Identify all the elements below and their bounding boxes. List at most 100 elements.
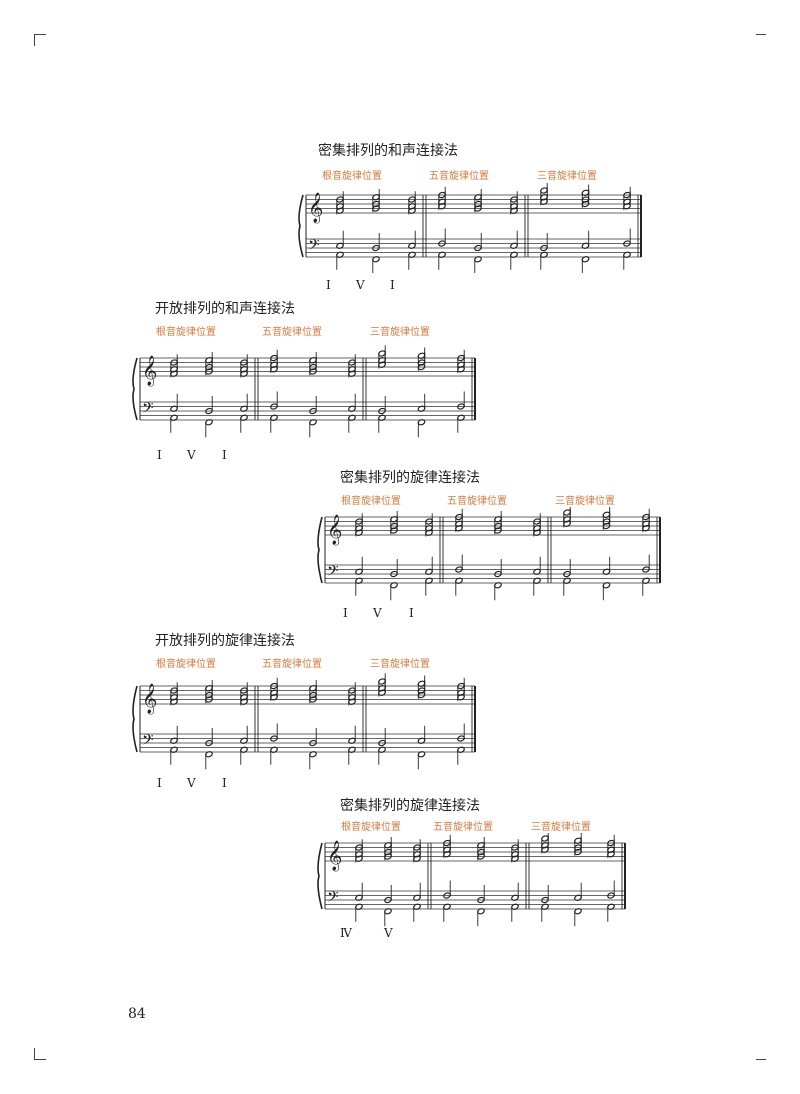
section-3-numeral-1: I bbox=[343, 606, 348, 620]
section-2-position-1: 根音旋律位置 bbox=[156, 327, 216, 338]
half-note bbox=[425, 577, 433, 596]
bass-clef-icon: 𝄢 bbox=[142, 732, 154, 753]
half-note bbox=[355, 556, 363, 575]
half-note bbox=[425, 518, 433, 537]
section-4-position-2: 五音旋律位置 bbox=[262, 659, 322, 670]
half-note bbox=[457, 354, 465, 373]
half-note bbox=[390, 559, 398, 578]
crop-mark-bottom-left-h bbox=[34, 1059, 46, 1060]
bass-clef-icon: 𝄢 bbox=[142, 400, 154, 421]
grand-staff: 𝄞𝄢 bbox=[132, 345, 476, 438]
half-note bbox=[240, 414, 248, 433]
half-note bbox=[413, 882, 421, 901]
half-note bbox=[336, 230, 344, 249]
half-note bbox=[205, 396, 213, 415]
half-note bbox=[270, 414, 278, 433]
half-note bbox=[642, 577, 650, 596]
half-note bbox=[355, 882, 363, 901]
half-note bbox=[205, 357, 213, 376]
brace bbox=[317, 516, 323, 584]
section-2-score: 𝄞𝄢 bbox=[130, 340, 480, 440]
half-note bbox=[240, 746, 248, 765]
section-4-numeral-1: I bbox=[157, 776, 162, 790]
brace bbox=[132, 357, 138, 421]
half-note bbox=[602, 582, 611, 601]
half-note bbox=[477, 885, 485, 904]
section-2-position-2: 五音旋律位置 bbox=[262, 327, 322, 338]
half-note bbox=[581, 256, 590, 275]
page-number: 84 bbox=[128, 1006, 146, 1022]
half-note bbox=[413, 844, 421, 863]
half-note bbox=[494, 559, 502, 578]
section-2-numeral-3: I bbox=[222, 448, 227, 462]
half-note bbox=[413, 903, 421, 922]
section-4-numeral-3: I bbox=[222, 776, 227, 790]
half-note bbox=[417, 352, 426, 371]
half-note bbox=[642, 554, 650, 573]
section-1-position-3: 三音旋律位置 bbox=[537, 171, 597, 182]
half-note bbox=[443, 880, 451, 899]
half-note bbox=[438, 228, 446, 247]
half-note bbox=[541, 835, 549, 854]
half-note bbox=[348, 687, 356, 706]
half-note bbox=[417, 393, 426, 412]
half-note bbox=[417, 725, 426, 744]
half-note bbox=[378, 728, 386, 747]
half-note bbox=[511, 844, 519, 863]
half-note bbox=[455, 513, 463, 532]
half-note bbox=[494, 582, 502, 601]
section-2-numeral-2: V bbox=[187, 448, 196, 462]
half-note bbox=[533, 518, 541, 537]
half-note bbox=[309, 419, 317, 438]
half-note bbox=[355, 518, 363, 537]
section-4-title: 开放排列的旋律连接法 bbox=[155, 633, 295, 649]
half-note bbox=[309, 685, 317, 704]
half-note bbox=[474, 256, 482, 275]
half-note bbox=[408, 251, 416, 270]
half-note bbox=[336, 251, 344, 270]
section-3-position-1: 根音旋律位置 bbox=[341, 496, 401, 507]
half-note bbox=[443, 839, 451, 858]
half-note bbox=[417, 680, 426, 699]
half-note bbox=[270, 723, 278, 742]
half-note bbox=[170, 359, 178, 378]
half-note bbox=[270, 682, 278, 701]
half-note bbox=[372, 256, 380, 275]
crop-mark-bottom-left bbox=[34, 1048, 35, 1060]
section-3-numeral-3: I bbox=[409, 606, 414, 620]
half-note bbox=[355, 903, 363, 922]
brace bbox=[317, 842, 323, 910]
half-note bbox=[205, 685, 213, 704]
half-note bbox=[581, 230, 590, 249]
half-note bbox=[205, 728, 213, 747]
half-note bbox=[348, 725, 356, 744]
half-note bbox=[602, 556, 611, 575]
section-1-position-1: 根音旋律位置 bbox=[322, 171, 382, 182]
half-note bbox=[205, 419, 213, 438]
section-3-position-2: 五音旋律位置 bbox=[447, 496, 507, 507]
section-5-position-2: 五音旋律位置 bbox=[433, 822, 493, 833]
grand-staff: 𝄞𝄢 bbox=[317, 830, 626, 927]
half-note bbox=[540, 233, 548, 252]
section-5-position-1: 根音旋律位置 bbox=[341, 822, 401, 833]
half-note bbox=[474, 233, 482, 252]
bass-clef-icon: 𝄢 bbox=[327, 563, 339, 584]
half-note bbox=[607, 880, 615, 899]
section-3-position-3: 三音旋律位置 bbox=[555, 496, 615, 507]
half-note bbox=[533, 577, 541, 596]
half-note bbox=[477, 842, 485, 861]
half-note bbox=[510, 251, 518, 270]
half-note bbox=[390, 516, 398, 535]
half-note bbox=[378, 350, 386, 369]
half-note bbox=[623, 191, 631, 210]
half-note bbox=[457, 746, 465, 765]
half-note bbox=[348, 359, 356, 378]
half-note bbox=[336, 196, 344, 215]
half-note bbox=[417, 419, 426, 438]
half-note bbox=[457, 723, 465, 742]
half-note bbox=[563, 509, 571, 528]
section-3-title: 密集排列的旋律连接法 bbox=[340, 470, 480, 486]
half-note bbox=[574, 837, 582, 856]
half-note bbox=[574, 882, 582, 901]
half-note bbox=[438, 191, 446, 210]
